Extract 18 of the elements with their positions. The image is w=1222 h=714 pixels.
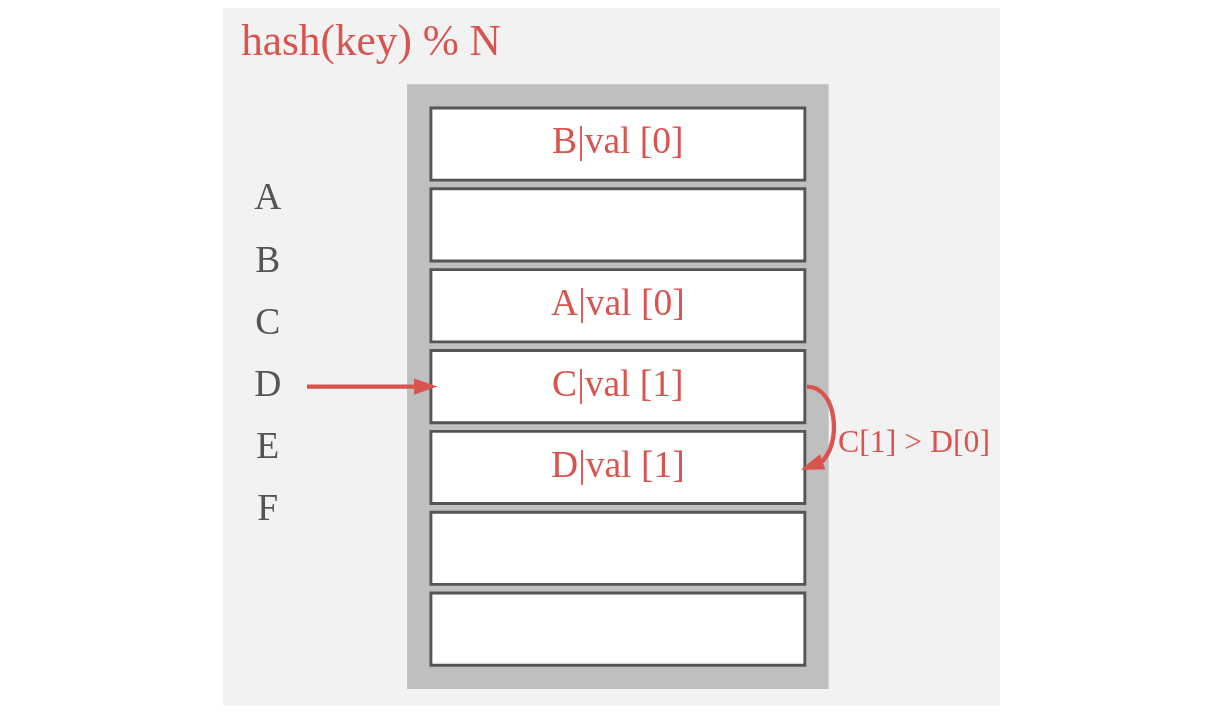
label: A — [253, 176, 281, 218]
node-box — [428, 510, 806, 586]
node-box: D|val [1] — [428, 429, 806, 505]
node-text: D — [253, 362, 281, 404]
edge-label: C[1] > D[0] — [837, 424, 990, 460]
label: E — [255, 424, 279, 466]
label: B — [254, 238, 280, 280]
node-box — [428, 187, 806, 263]
label: C — [254, 300, 280, 342]
label: F — [256, 486, 278, 528]
arrow — [306, 378, 437, 395]
node-box: C|val [1] — [428, 349, 806, 425]
arrow — [800, 384, 836, 470]
cluster — [406, 84, 829, 690]
node-box — [428, 591, 806, 667]
diagram-title: hash(key) % N — [240, 15, 501, 64]
node-box: A|val [0] — [428, 268, 806, 344]
node-box: B|val [0] — [428, 106, 806, 182]
